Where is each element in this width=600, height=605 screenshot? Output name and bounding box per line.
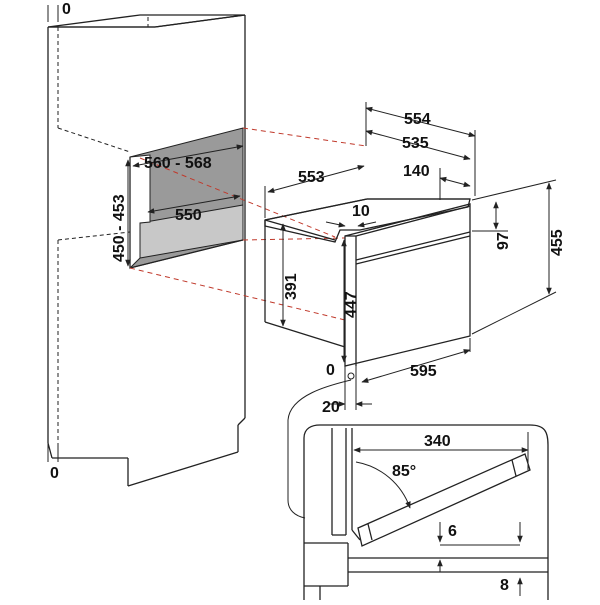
dim-oven-height-total: 455 — [471, 179, 566, 335]
label-panel-height: 97 — [495, 232, 512, 250]
label-oven-width: 595 — [410, 363, 437, 380]
label-oven-depth-total: 554 — [404, 111, 431, 128]
dim-niche-width: 560 - 568 — [132, 144, 244, 172]
dim-oven-depth-front: 553 — [264, 164, 365, 218]
dim-cabinet-bottom: 0 — [47, 443, 59, 482]
dim-oven-width: 595 — [361, 338, 471, 383]
dim-front-height: 447 — [341, 239, 360, 363]
label-body-height: 391 — [283, 273, 300, 300]
detail-callout-line — [287, 379, 352, 519]
label-panel-depth: 140 — [403, 163, 430, 180]
dim-panel-depth: 140 — [403, 163, 471, 200]
label-door-angle: 85° — [392, 463, 416, 480]
dim-body-height: 391 — [280, 223, 300, 327]
tall-cabinet — [47, 14, 246, 487]
dim-side-offset: 20 — [322, 366, 372, 416]
label-cabinet-top: 0 — [62, 1, 71, 18]
label-gap-upper: 6 — [448, 523, 457, 540]
dim-niche-depth: 550 — [147, 194, 241, 224]
label-side-offset: 20 — [322, 399, 340, 416]
label-cabinet-bottom: 0 — [50, 465, 59, 482]
dim-bottom-gap: 0 — [326, 362, 355, 380]
dim-front-thickness: 10 — [325, 203, 377, 228]
dim-cabinet-top: 0 — [47, 1, 71, 22]
label-front-height: 447 — [343, 291, 360, 318]
label-door-reach: 340 — [424, 433, 451, 450]
label-bottom-gap: 0 — [326, 362, 335, 379]
label-front-thickness: 10 — [352, 203, 370, 220]
label-niche-depth: 550 — [175, 207, 202, 224]
door-detail: 340 85° 6 8 — [303, 424, 549, 600]
label-niche-height: 450 - 453 — [111, 194, 128, 262]
label-oven-height-total: 455 — [549, 229, 566, 256]
dim-panel-height: 97 — [472, 201, 512, 250]
dim-niche-height: 450 - 453 — [111, 159, 131, 267]
label-niche-width: 560 - 568 — [144, 155, 212, 172]
label-oven-depth-front: 553 — [298, 169, 325, 186]
dim-oven-depth-body: 535 — [365, 129, 471, 161]
label-oven-depth-body: 535 — [402, 135, 429, 152]
label-gap-lower: 8 — [500, 577, 509, 594]
